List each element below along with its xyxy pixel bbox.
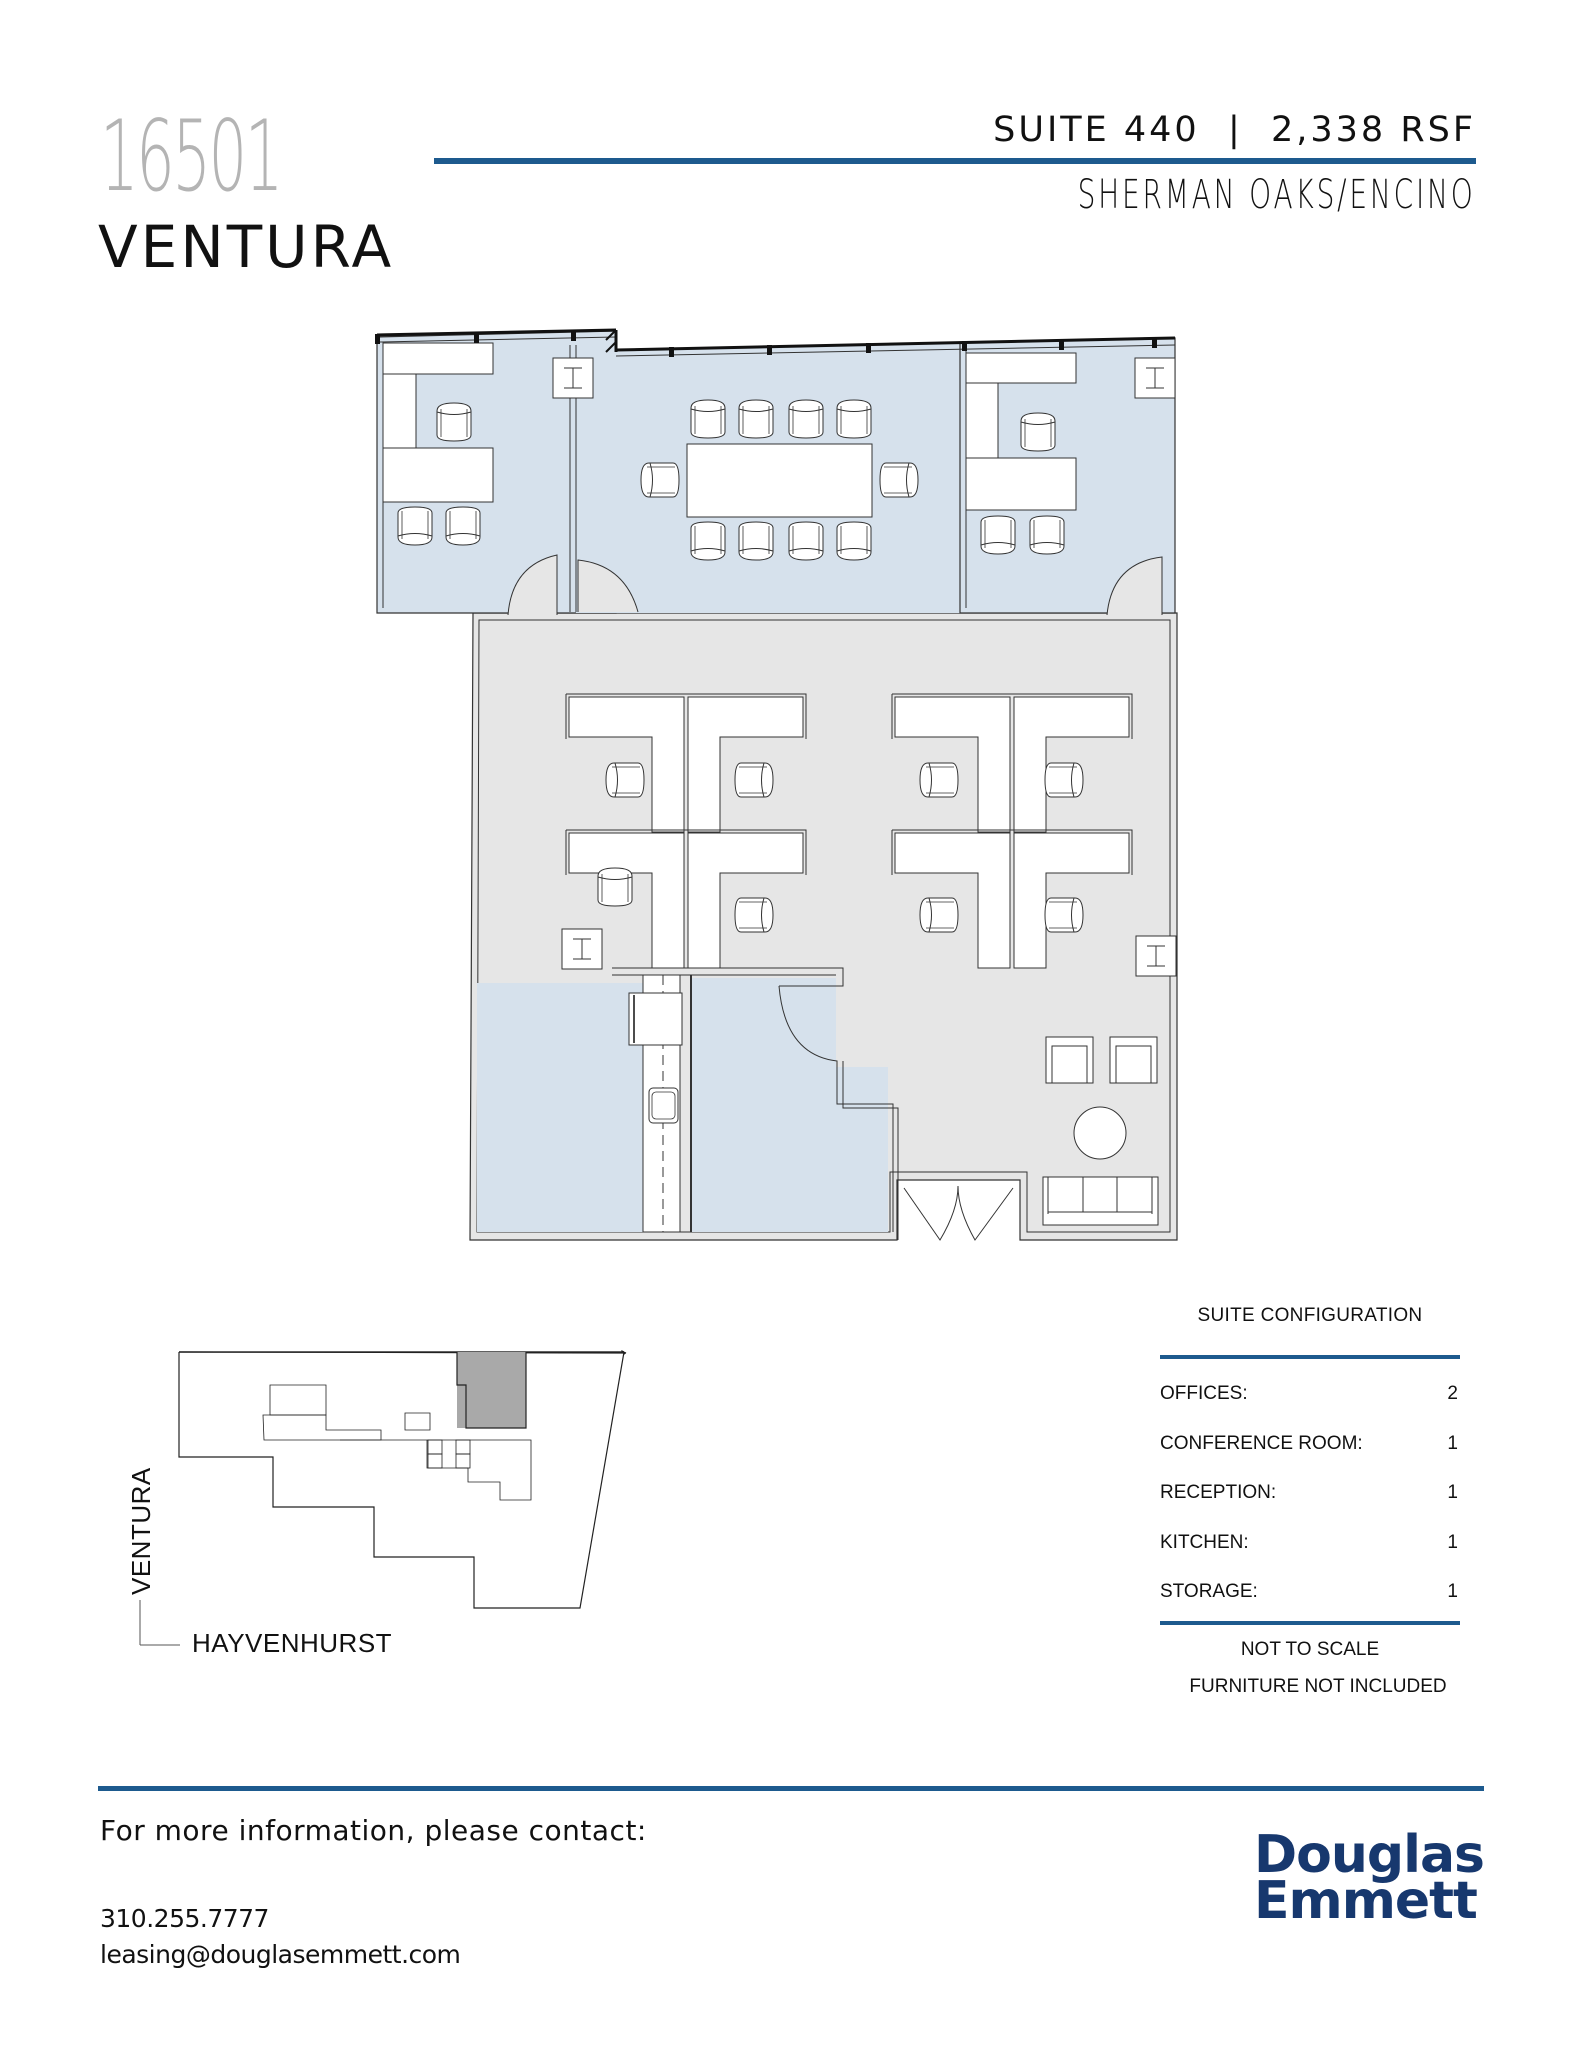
left-office xyxy=(376,330,617,616)
config-label: STORAGE: xyxy=(1160,1581,1258,1602)
reception-furniture xyxy=(1042,1036,1159,1226)
config-label: KITCHEN: xyxy=(1160,1532,1249,1553)
config-value: 1 xyxy=(1447,1581,1458,1602)
config-label: CONFERENCE ROOM: xyxy=(1160,1433,1363,1454)
right-office xyxy=(959,337,1176,616)
config-top-rule xyxy=(1160,1355,1460,1359)
config-title: SUITE CONFIGURATION xyxy=(1197,1305,1423,1326)
config-value: 1 xyxy=(1447,1433,1458,1454)
suite-highlight xyxy=(457,1352,526,1428)
kitchen-counter xyxy=(628,974,692,1233)
column-icon xyxy=(1134,357,1176,399)
street-label-ventura: VENTURA xyxy=(126,1467,156,1595)
column-icon xyxy=(552,357,594,399)
furniture-note: FURNITURE NOT INCLUDED xyxy=(1189,1676,1447,1697)
suite-and-rsf: SUITE 440 | 2,338 RSF xyxy=(993,110,1476,150)
logo-line-1: Douglas xyxy=(1254,1825,1485,1885)
config-bottom-rule xyxy=(1160,1621,1460,1625)
contact-email[interactable]: leasing@douglasemmett.com xyxy=(100,1940,461,1969)
conference-room xyxy=(569,342,960,613)
submarket-label: SHERMAN OAKS/ENCINO xyxy=(1077,172,1476,218)
key-plan xyxy=(178,1350,627,1609)
contact-phone[interactable]: 310.255.7777 xyxy=(100,1904,269,1933)
config-value: 2 xyxy=(1447,1383,1458,1404)
column-icon xyxy=(1135,935,1177,977)
entry-double-door xyxy=(903,1185,1014,1241)
storage-room xyxy=(477,983,643,1232)
config-label: OFFICES: xyxy=(1160,1383,1248,1404)
douglas-emmett-logo: Douglas Emmett xyxy=(1254,1825,1485,1931)
street-label-hayvenhurst: HAYVENHURST xyxy=(192,1628,393,1658)
kitchen-room xyxy=(612,967,899,1240)
config-value: 1 xyxy=(1447,1532,1458,1553)
window-wall xyxy=(375,328,1176,357)
footer-divider xyxy=(98,1786,1484,1791)
not-to-scale-note: NOT TO SCALE xyxy=(1240,1639,1380,1660)
column-icon xyxy=(561,928,603,970)
header-divider xyxy=(434,158,1476,164)
address-street: VENTURA xyxy=(98,213,395,281)
logo-line-2: Emmett xyxy=(1254,1871,1478,1931)
config-label: RECEPTION: xyxy=(1160,1482,1277,1503)
contact-heading: For more information, please contact: xyxy=(100,1814,647,1847)
address-number: 16501 xyxy=(100,100,283,214)
config-value: 1 xyxy=(1447,1482,1458,1503)
